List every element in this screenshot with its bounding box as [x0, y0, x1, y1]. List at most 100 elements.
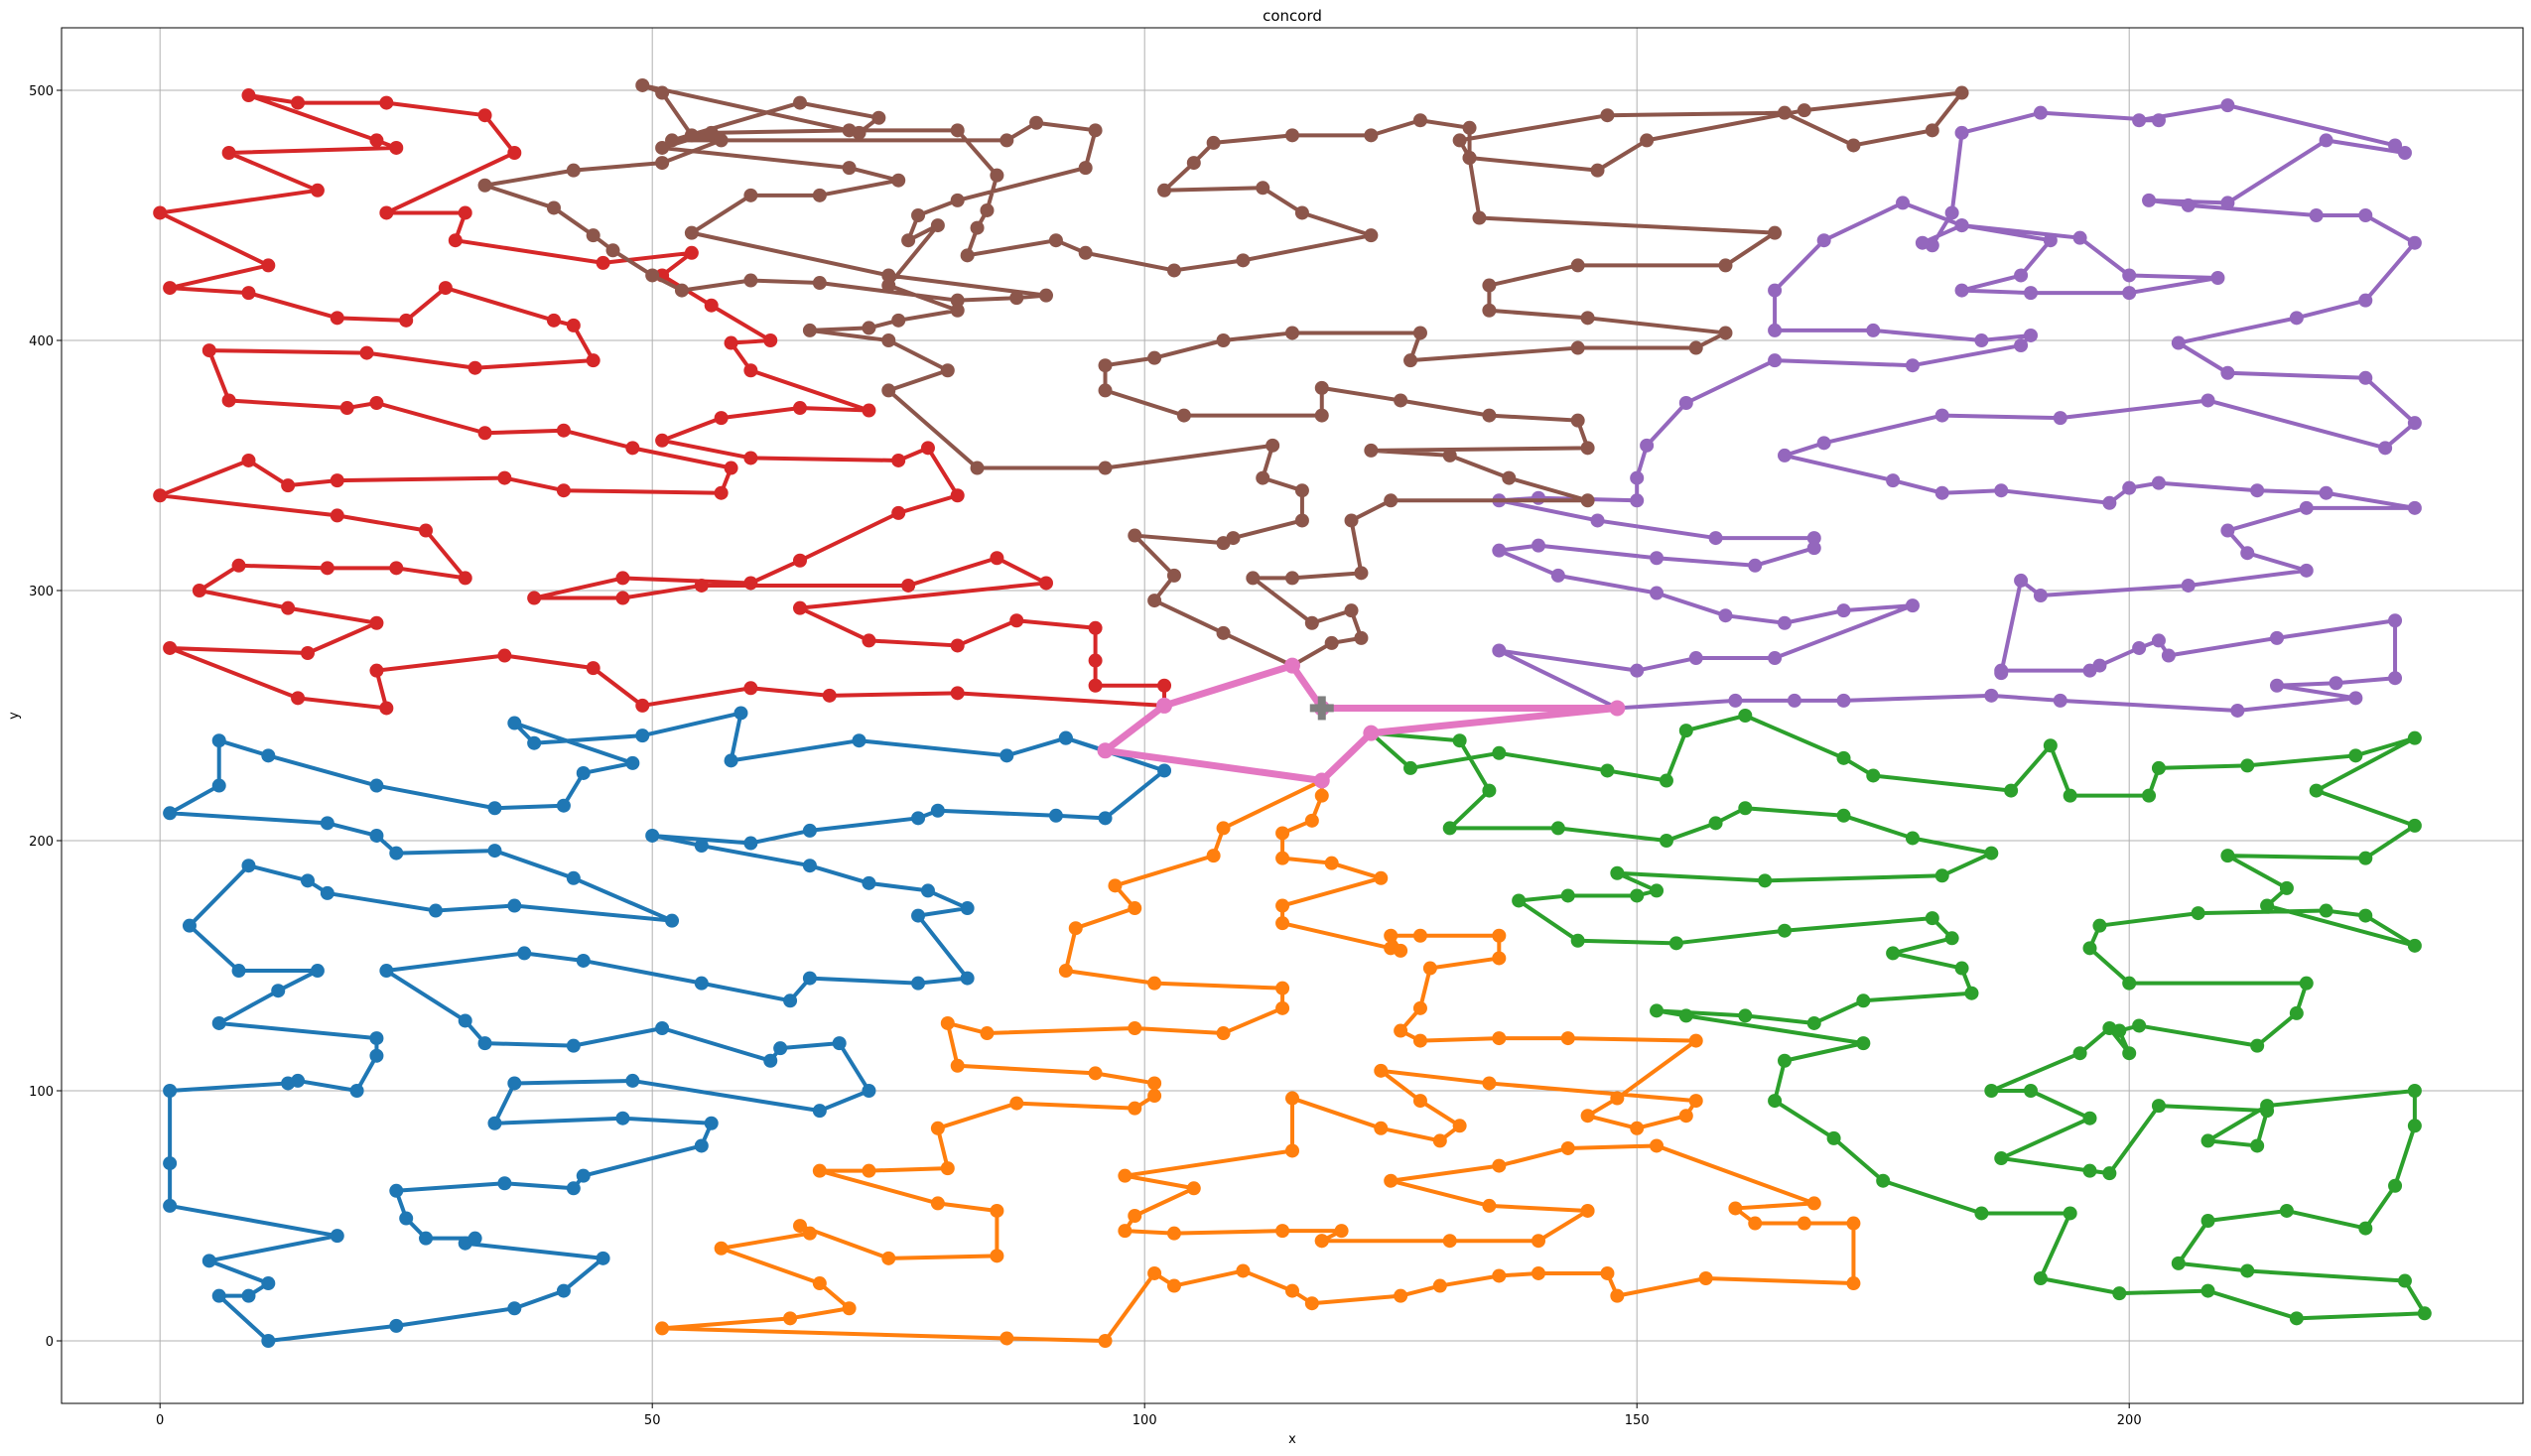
route-point	[320, 561, 334, 576]
route-point	[901, 578, 916, 593]
route-point	[310, 964, 325, 979]
route-point	[2270, 630, 2284, 645]
route-point	[1846, 1276, 1861, 1291]
route-point	[940, 1161, 955, 1176]
route-point	[2230, 703, 2245, 718]
route-point	[1068, 921, 1083, 936]
route-point	[586, 228, 600, 243]
route-point	[2407, 500, 2422, 515]
route-point	[635, 728, 650, 743]
route-point	[940, 1015, 955, 1030]
route-point	[1954, 283, 1969, 298]
route-point	[2082, 663, 2097, 678]
plot-frame	[61, 27, 2524, 1404]
route-point	[1768, 225, 1783, 240]
route-point	[2388, 1178, 2403, 1193]
route-point	[1236, 1263, 1251, 1278]
route-point	[576, 765, 591, 780]
route-point	[2279, 880, 2294, 895]
route-point	[1600, 108, 1615, 123]
route-point	[950, 488, 965, 503]
route-point	[862, 875, 876, 890]
route-point	[1472, 210, 1487, 225]
route-point	[369, 828, 384, 843]
route-point	[163, 1198, 178, 1213]
route-point	[2358, 370, 2373, 385]
route-point	[1708, 816, 1723, 831]
y-tick-label: 0	[46, 1335, 54, 1350]
route-point	[704, 125, 719, 140]
route-point	[1492, 543, 1507, 558]
route-point	[1560, 1140, 1575, 1155]
route-point	[2043, 233, 2058, 248]
route-point	[201, 343, 216, 358]
route-point	[1039, 288, 1053, 303]
route-point	[704, 1116, 719, 1130]
route-point	[881, 1251, 896, 1265]
route-point	[1452, 1119, 1467, 1133]
route-point	[339, 401, 354, 416]
route-point	[1039, 576, 1053, 591]
route-point	[1688, 1094, 1703, 1109]
route-point	[1412, 928, 1427, 943]
route-point	[1806, 531, 1821, 546]
route-point	[1009, 291, 1024, 306]
route-point	[1650, 1138, 1665, 1153]
route-point	[655, 433, 670, 448]
route-point	[1688, 1033, 1703, 1048]
route-point	[428, 903, 443, 918]
route-point	[1896, 196, 1911, 210]
route-point	[802, 823, 817, 838]
route-point	[1954, 125, 1969, 140]
route-point	[1718, 258, 1733, 273]
y-tick-label: 300	[29, 585, 54, 599]
y-tick-label: 500	[29, 84, 54, 99]
route-point	[1452, 733, 1467, 748]
route-point	[1570, 413, 1585, 428]
route-point	[1294, 483, 1309, 498]
route-point	[1128, 901, 1142, 916]
route-point	[477, 178, 492, 193]
route-point	[1462, 120, 1477, 135]
route-point	[2407, 1119, 2422, 1133]
route-point	[211, 733, 226, 748]
route-point	[1492, 951, 1507, 966]
route-point	[1482, 1076, 1497, 1091]
route-point	[1718, 608, 1733, 623]
route-point	[1216, 333, 1231, 347]
route-point	[2200, 1283, 2215, 1298]
route-point	[1157, 678, 1172, 693]
route-point	[1778, 105, 1792, 120]
route-point	[556, 798, 571, 813]
route-point	[1166, 568, 1181, 583]
route-point	[1905, 598, 1920, 613]
route-point	[389, 140, 404, 155]
route-point	[1974, 1206, 1989, 1221]
route-point	[1728, 1201, 1743, 1216]
route-point	[1512, 893, 1527, 908]
route-point	[547, 200, 561, 215]
route-series	[1364, 709, 2432, 1326]
route-point	[950, 293, 965, 308]
route-point	[1422, 961, 1437, 976]
route-point	[379, 701, 394, 716]
route-point	[1925, 123, 1939, 138]
route-point	[153, 205, 168, 220]
route-point	[1157, 183, 1172, 198]
route-point	[2240, 1263, 2255, 1278]
route-point	[419, 523, 434, 538]
route-point	[881, 278, 896, 293]
route-point	[1797, 103, 1811, 118]
route-point	[1176, 408, 1191, 423]
route-point	[990, 1203, 1004, 1218]
route-point	[369, 1031, 384, 1046]
route-point	[960, 971, 975, 986]
route-point	[1118, 1168, 1132, 1183]
route-point	[891, 173, 906, 188]
route-point	[379, 205, 394, 220]
route-point	[1836, 693, 1851, 708]
route-point	[1058, 730, 1073, 745]
route-point	[1285, 1091, 1299, 1106]
route-point	[1128, 528, 1142, 543]
route-point	[2407, 730, 2422, 745]
